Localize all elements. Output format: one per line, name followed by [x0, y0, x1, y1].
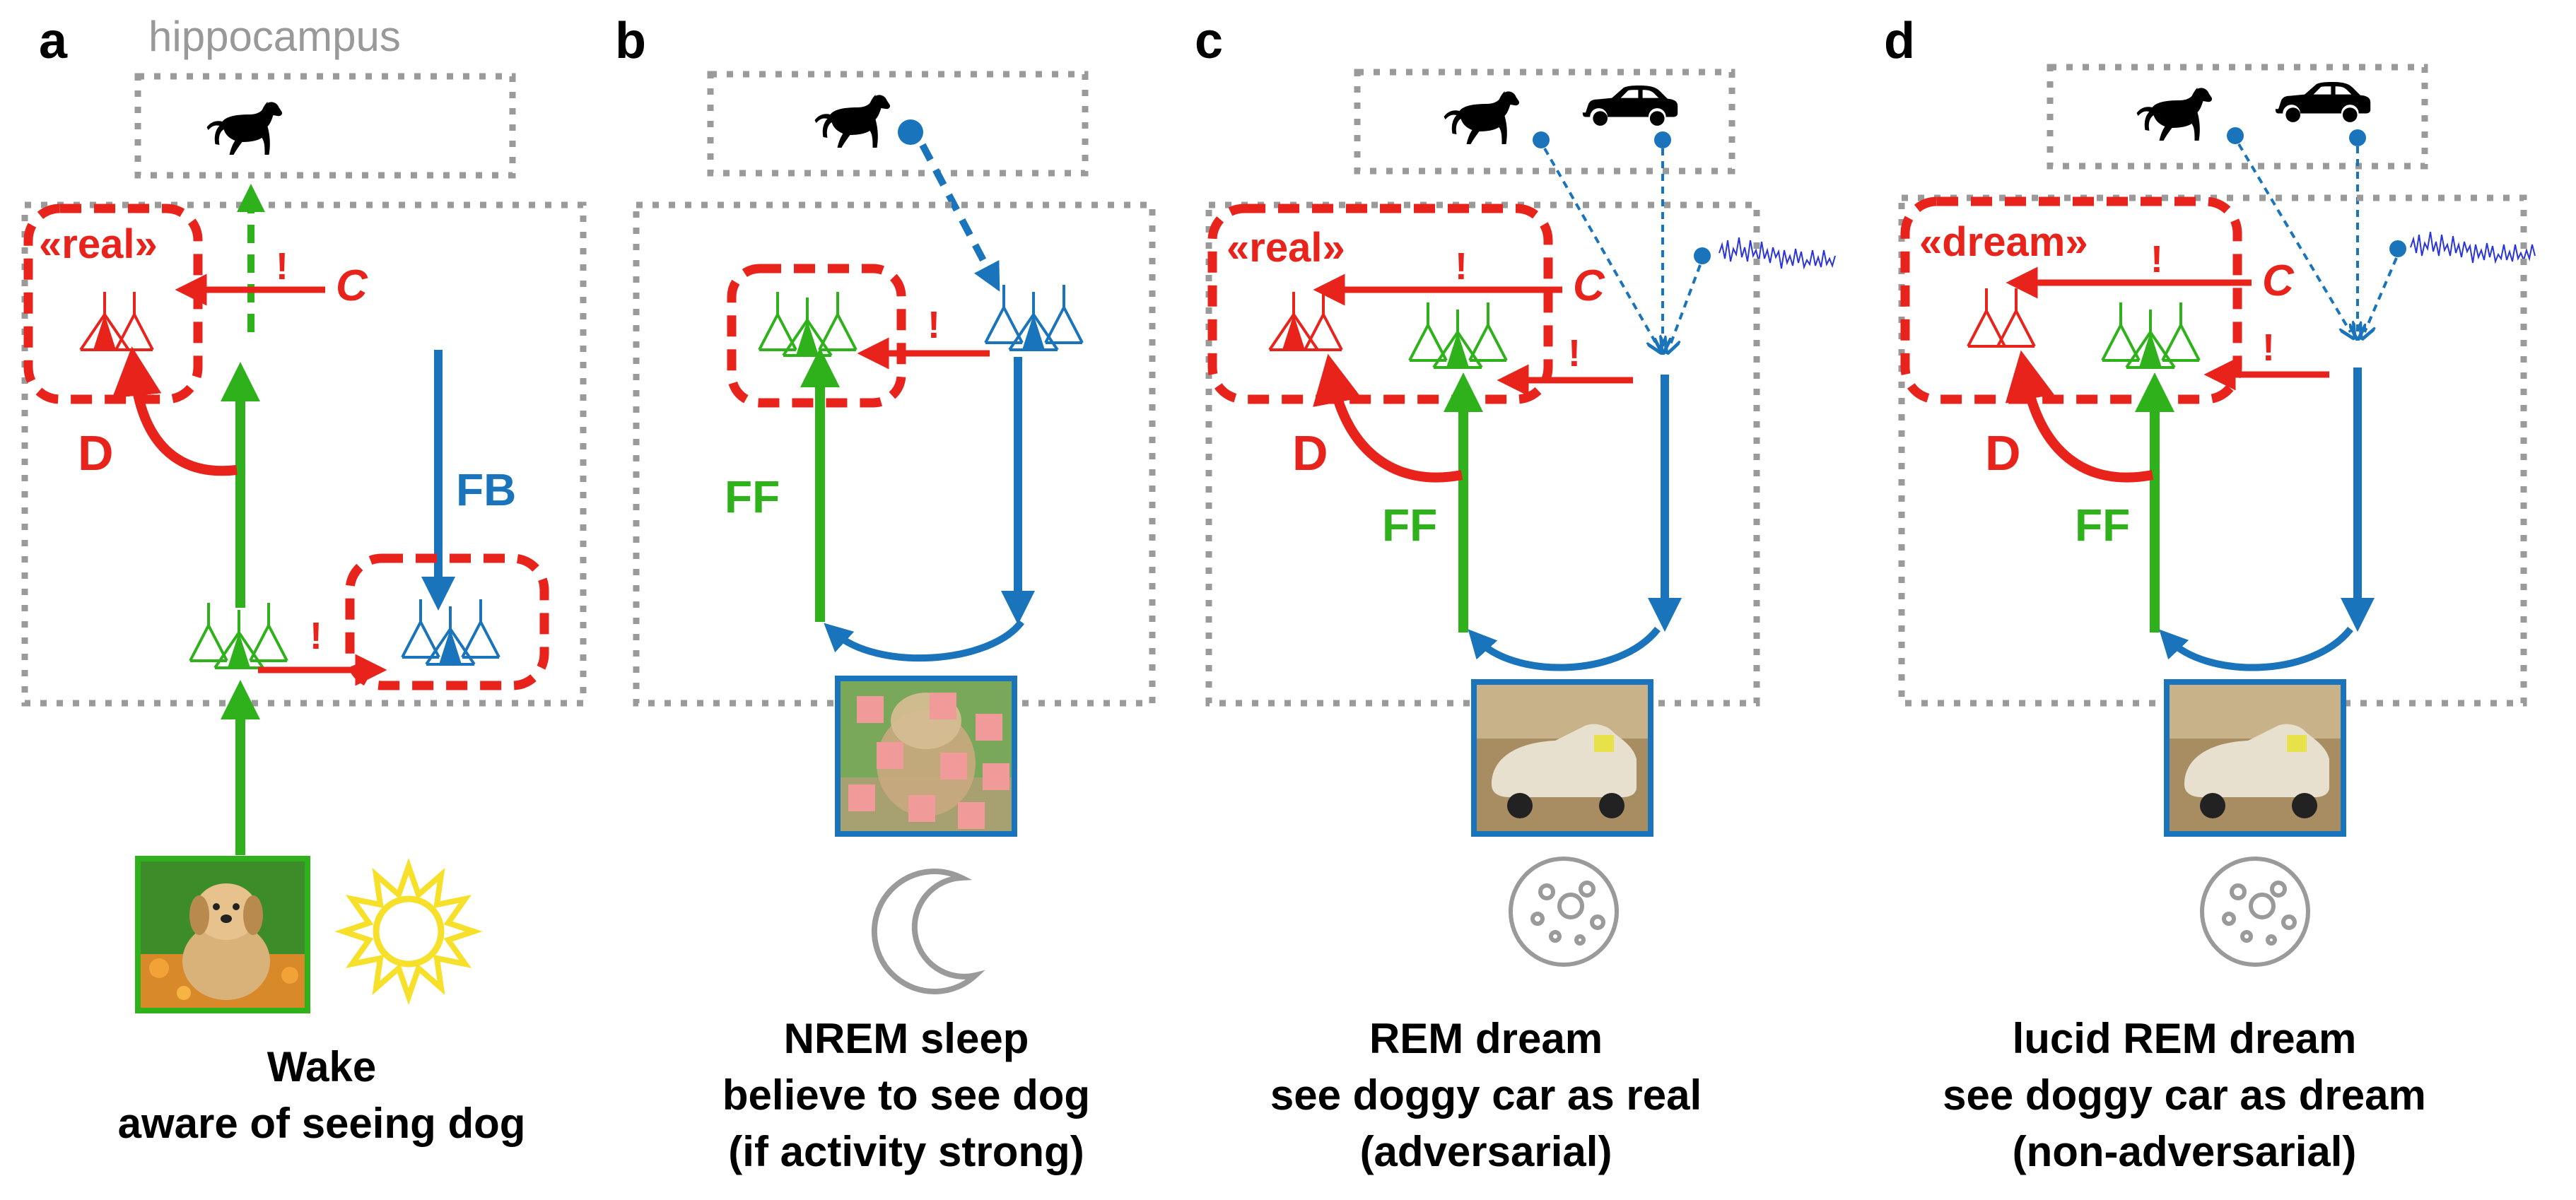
- discriminator-arrow: [1313, 353, 1463, 483]
- pyramidal-neuron-icon: [115, 290, 154, 351]
- noise-signal: [1719, 237, 1836, 270]
- caption-line-2: aware of seeing dog: [118, 1100, 526, 1147]
- feedback-neurons: [401, 598, 500, 666]
- dog-photo: [135, 856, 310, 1013]
- hippocampus-label: hippocampus: [148, 13, 401, 60]
- sensory-neurons: [189, 601, 288, 669]
- c-label: C: [336, 261, 368, 310]
- exclamation-label: !: [2150, 238, 2163, 281]
- ff-label: FF: [725, 471, 780, 522]
- cortex-box: [21, 201, 587, 707]
- ff-label: FF: [1382, 500, 1437, 551]
- discriminator-box-low: [345, 553, 549, 690]
- panel-letter-b: b: [615, 13, 646, 69]
- doggy-car-photo: [2164, 679, 2346, 837]
- d-label: D: [78, 425, 114, 481]
- dog-silhouette-icon: [1444, 91, 1520, 144]
- panel-c: c «real» ! C ! FF D: [1195, 13, 1836, 1175]
- exclamation-label: !: [276, 245, 288, 288]
- caption-line-2: see doggy car as real: [1270, 1071, 1702, 1119]
- dog-silhouette-icon: [814, 95, 891, 148]
- discriminator-box-real: [1207, 204, 1553, 404]
- sun-icon: [334, 857, 483, 1006]
- blurred-dog-photo: [835, 676, 1017, 837]
- discriminator-neurons: [79, 290, 154, 351]
- caption-line-1: Wake: [267, 1043, 377, 1090]
- caption-line-1: NREM sleep: [784, 1015, 1029, 1062]
- panel-b: b ! FF: [615, 13, 1156, 1175]
- rem-face-icon: [2200, 857, 2310, 967]
- dog-silhouette-icon: [206, 102, 283, 155]
- sensory-neurons: [758, 290, 857, 357]
- car-silhouette-icon: [1582, 86, 1678, 126]
- noise-signal: [2410, 231, 2536, 264]
- sensory-neurons: [2101, 301, 2201, 369]
- loop-arrow: [2159, 626, 2353, 671]
- discriminator-box: [727, 264, 906, 408]
- panel-letter-d: d: [1884, 13, 1915, 69]
- exclamation-label: !: [310, 615, 322, 657]
- rem-face-icon: [1509, 857, 1619, 967]
- real-label: «real»: [1226, 225, 1345, 271]
- hippocampus-recall-arrow: [919, 143, 1000, 292]
- caption-line-2: see doggy car as dream: [1943, 1071, 2426, 1119]
- fb-label: FB: [456, 464, 516, 515]
- caption-line-3: (if activity strong): [728, 1128, 1084, 1175]
- doggy-car-photo: [1471, 679, 1653, 837]
- panel-a: a hippocampus «real» ! C D FB: [21, 13, 587, 1147]
- exclamation-label: !: [1568, 332, 1581, 375]
- d-label: D: [1985, 425, 2021, 481]
- discriminator-arrow: [2005, 350, 2154, 483]
- discriminator-box-dream: [1900, 196, 2242, 404]
- c-label: C: [1573, 261, 1605, 310]
- exclamation-label: !: [1455, 245, 1468, 288]
- discriminator-arrow: [112, 346, 238, 476]
- cortex-box: [1205, 201, 1760, 707]
- hippocampus-box: [707, 71, 1089, 177]
- loop-arrow: [824, 619, 1024, 662]
- c-label: C: [2262, 257, 2295, 305]
- sensory-neurons: [1408, 301, 1508, 369]
- hippocampus-box: [1354, 69, 1735, 175]
- panel-letter-a: a: [39, 13, 68, 69]
- panel-d: d «dream» ! C ! FF D: [1884, 13, 2536, 1175]
- caption-line-2: believe to see dog: [722, 1071, 1090, 1119]
- panel-letter-c: c: [1195, 13, 1223, 69]
- feedback-neurons: [984, 283, 1084, 351]
- discriminator-neurons: [1967, 287, 2036, 348]
- moon-icon: [871, 868, 985, 994]
- hippocampus-box: [2047, 64, 2428, 170]
- exclamation-label: !: [2262, 327, 2275, 369]
- caption-line-3: (non-adversarial): [2013, 1128, 2357, 1175]
- caption-line-3: (adversarial): [1360, 1128, 1612, 1175]
- real-label: «real»: [39, 221, 158, 267]
- loop-arrow: [1468, 626, 1661, 671]
- dog-silhouette-icon: [2136, 88, 2213, 141]
- ff-label: FF: [2075, 500, 2130, 551]
- caption-line-1: REM dream: [1369, 1015, 1603, 1062]
- dream-label: «dream»: [1919, 219, 2088, 265]
- exclamation-label: !: [927, 304, 940, 346]
- car-silhouette-icon: [2275, 82, 2371, 122]
- caption-line-1: lucid REM dream: [2013, 1015, 2357, 1062]
- discriminator-neurons: [1268, 290, 1343, 351]
- memory-node: [898, 119, 923, 145]
- d-label: D: [1292, 425, 1328, 481]
- hippocampus-box: [134, 73, 516, 179]
